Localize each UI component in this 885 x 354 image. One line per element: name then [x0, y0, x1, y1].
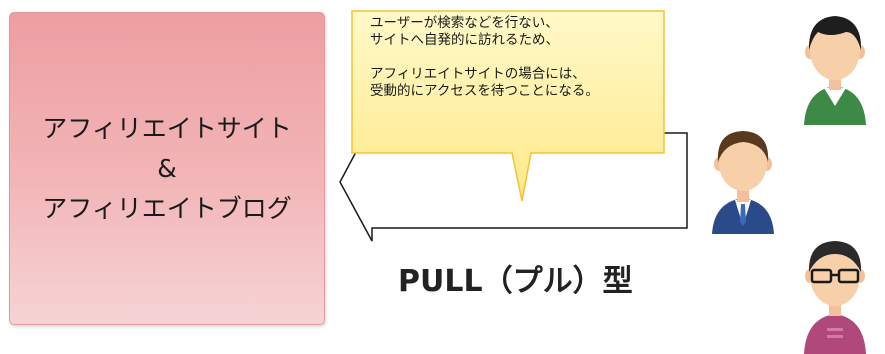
- callout-line-2: サイトへ自発的に訪れるため、: [370, 32, 559, 48]
- affiliate-site-box: アフィリエイトサイト & アフィリエイトブログ: [9, 12, 325, 325]
- callout-text: ユーザーが検索などを行ない、 サイトへ自発的に訪れるため、 アフィリエイトサイト…: [352, 11, 664, 153]
- person-icon: [804, 16, 866, 125]
- site-title-ampersand: &: [157, 153, 177, 183]
- person-icon: [804, 241, 866, 354]
- callout-line-3: アフィリエイトサイトの場合には、: [370, 66, 586, 82]
- pull-type-label: PULL（プル）型: [398, 264, 633, 299]
- site-title-line-2: アフィリエイトブログ: [42, 193, 292, 223]
- site-title-line-1: アフィリエイトサイト: [42, 113, 292, 143]
- callout-line-4: 受動的にアクセスを待つことになる。: [370, 83, 599, 99]
- person-icon: [712, 131, 774, 234]
- speech-callout: [351, 10, 665, 202]
- callout-line-1: ユーザーが検索などを行ない、: [370, 15, 559, 31]
